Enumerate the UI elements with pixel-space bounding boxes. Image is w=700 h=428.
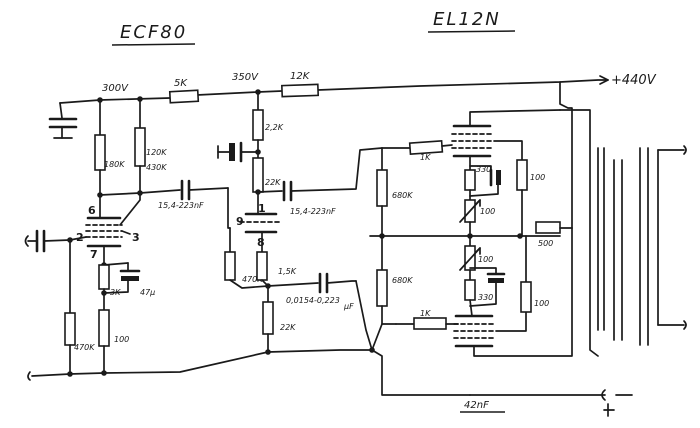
pin-6: 6	[88, 204, 96, 217]
resistor-1k-bottom	[395, 317, 459, 330]
cathode-network-top	[459, 155, 501, 237]
label-500: 500	[538, 239, 553, 248]
center-tap-wire	[559, 81, 573, 229]
label-plus-440v: +440V	[611, 73, 657, 88]
cathode-network-left	[98, 245, 141, 373]
decoupling-capacitor-mid	[217, 141, 259, 163]
resistor-120k-430k	[134, 98, 146, 194]
label-2-2k: 2,2K	[265, 123, 284, 132]
feedback-loop-42nf	[355, 280, 633, 417]
label-cap-mid: 0,0154-0,223	[286, 296, 340, 305]
pin-9: 9	[236, 215, 244, 228]
divider-680k	[376, 147, 397, 325]
label-100-left: 100	[114, 335, 129, 344]
label-5k: 5K	[174, 78, 188, 89]
b-plus-rail	[59, 75, 609, 104]
resistor-470k-left	[64, 239, 76, 373]
label-1k-bottom: 1K	[420, 309, 431, 318]
resistor-12k	[281, 83, 320, 98]
resistor-22k-bottom	[262, 285, 274, 353]
label-12k: 12K	[290, 71, 311, 82]
label-100-right-top: 100	[530, 173, 545, 182]
output-transformer	[559, 109, 687, 357]
label-1-5k: 1,5K	[278, 267, 297, 276]
pin-1: 1	[258, 202, 266, 215]
label-3k: 3K	[110, 288, 121, 297]
resistor-2-2k	[252, 91, 264, 155]
label-680k-bottom: 680K	[392, 276, 413, 285]
pin-3: 3	[132, 231, 140, 244]
title-el12n: EL12N	[433, 9, 501, 30]
wire-grid-9	[227, 187, 231, 229]
label-cap-left: 15,4-223nF	[158, 201, 204, 210]
pin-8: 8	[257, 236, 265, 249]
input-capacitor	[24, 229, 87, 253]
label-470k-mid: 470K	[242, 275, 263, 284]
title-ecf80: ECF80	[120, 22, 187, 43]
cathode-network-bottom	[459, 235, 506, 317]
label-180k: 180K	[104, 160, 125, 169]
label-350v: 350V	[232, 72, 259, 83]
label-120k: 120K	[146, 148, 167, 157]
label-47u: 47μ	[140, 288, 155, 297]
tube-ecf80-triode	[239, 212, 281, 234]
resistor-1-5k	[256, 231, 271, 289]
filter-capacitor-left	[48, 102, 78, 139]
resistor-100-right-top	[516, 159, 528, 237]
label-42nf: 42nF	[464, 400, 489, 411]
label-100-pot-top: 100	[480, 207, 495, 216]
coupling-cap-right	[257, 147, 383, 202]
tube-el12n-bottom	[453, 227, 573, 357]
label-300v: 300V	[102, 83, 129, 94]
label-680k-top: 680K	[392, 191, 413, 200]
feedback-capacitor-mid	[267, 272, 357, 294]
label-cap-mid-unit: μF	[343, 302, 354, 311]
label-330-top: 330	[476, 165, 491, 174]
label-100-pot-bottom: 100	[478, 255, 493, 264]
resistor-100-right-bottom	[520, 235, 532, 313]
label-330-bottom: 330	[478, 293, 493, 302]
title-el12n-underline	[427, 30, 516, 33]
resistor-5k	[168, 89, 200, 104]
resistor-470k-mid	[224, 227, 269, 289]
resistor-1k-top	[381, 140, 453, 155]
coupling-cap-left	[97, 179, 229, 201]
label-1k-top: 1K	[420, 153, 431, 162]
pin-7: 7	[90, 248, 98, 261]
resistor-500	[535, 221, 573, 234]
label-430k: 430K	[146, 163, 167, 172]
ground-rail	[27, 323, 383, 381]
label-470k-left: 470K	[74, 343, 95, 352]
label-cap-right: 15,4-223nF	[290, 207, 336, 216]
label-22k-top: 22K	[265, 178, 281, 187]
label-100-right-bottom: 100	[534, 299, 549, 308]
tube-el12n-top	[451, 109, 561, 161]
title-ecf80-underline	[111, 43, 196, 46]
label-22k-bottom: 22K	[280, 323, 296, 332]
resistor-180k	[94, 99, 106, 196]
